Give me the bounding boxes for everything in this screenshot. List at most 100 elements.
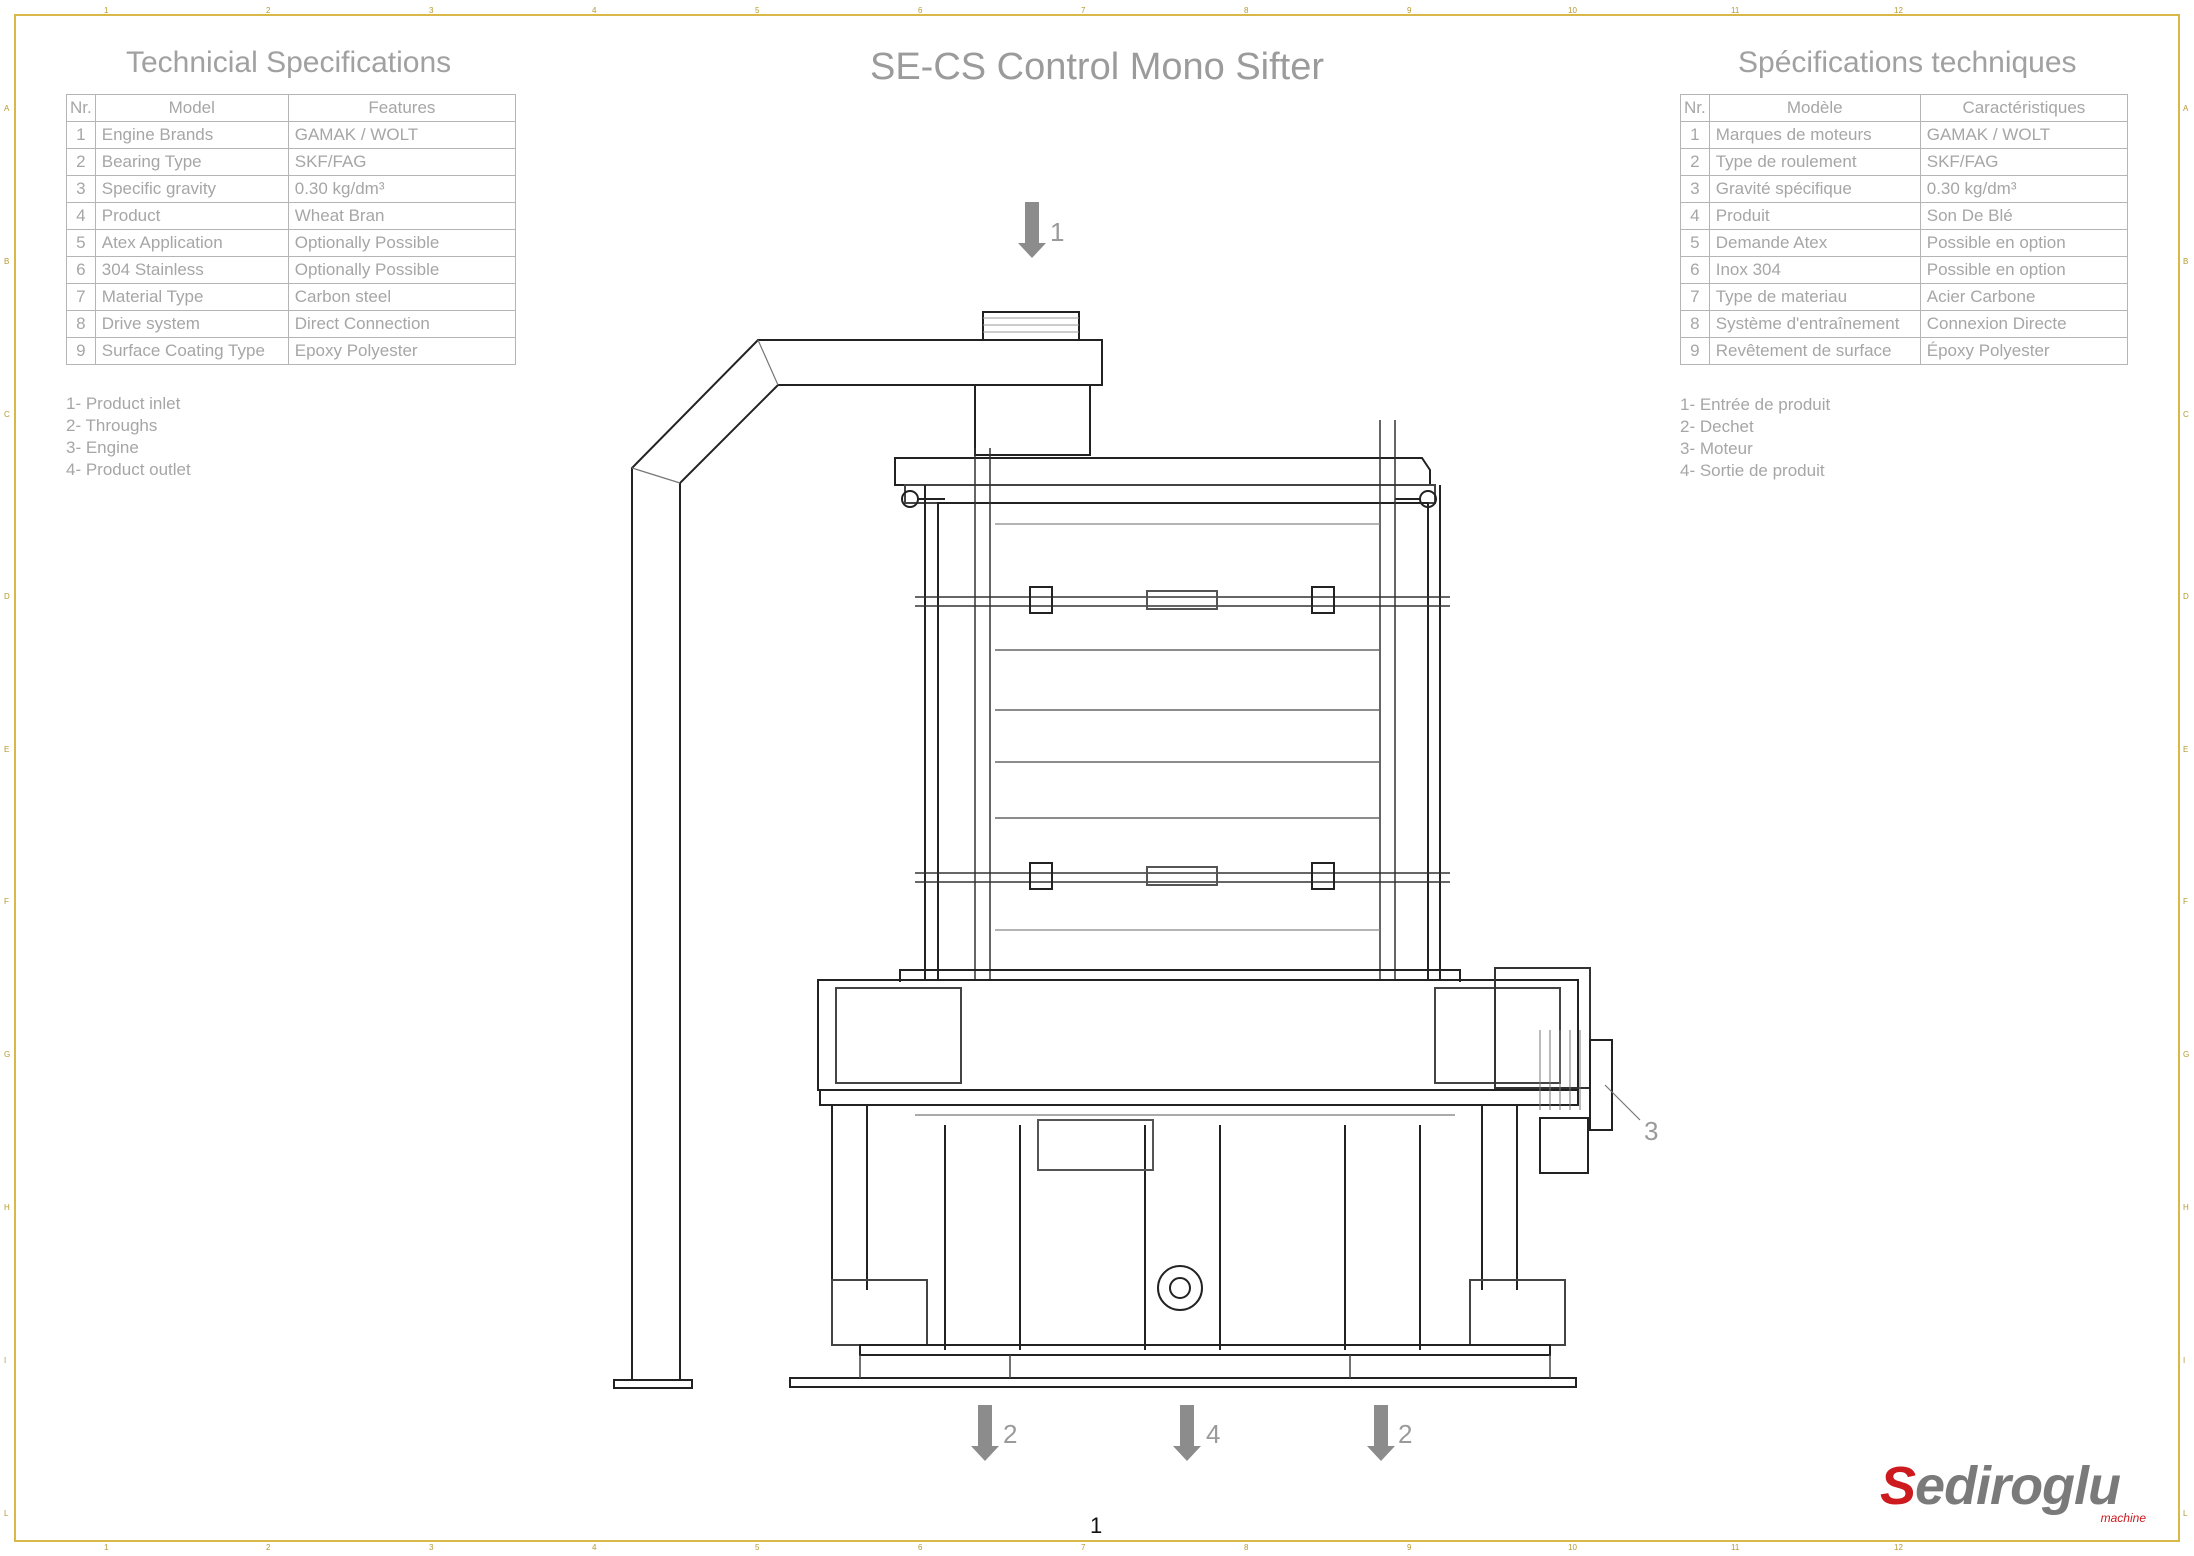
column-header: Nr. xyxy=(1680,94,1710,122)
cell-feature: GAMAK / WOLT xyxy=(1919,121,2129,149)
ruler-label: B xyxy=(4,257,10,266)
outlet-arrow-icon xyxy=(1173,1405,1201,1461)
legend-item: 2- Dechet xyxy=(1680,417,1754,436)
cell-feature: Possible en option xyxy=(1919,229,2129,257)
ruler-label: 5 xyxy=(755,1543,760,1552)
ruler-label: D xyxy=(4,592,10,601)
ruler-label: B xyxy=(2183,257,2189,266)
cell-feature: Epoxy Polyester xyxy=(287,337,517,365)
cell-nr: 9 xyxy=(1680,337,1710,365)
ruler-label: I xyxy=(2183,1356,2186,1365)
ruler-label: 4 xyxy=(592,1543,597,1552)
brand-logo: Sediroglu machine xyxy=(1880,1455,2170,1525)
legend-item: 1- Entrée de produit xyxy=(1680,395,1831,414)
ruler-label: 8 xyxy=(1244,1543,1249,1552)
sieve-stack xyxy=(894,457,1431,486)
ruler-label: 8 xyxy=(1244,6,1249,15)
ruler-label: L xyxy=(4,1509,9,1518)
ruler-label: 10 xyxy=(1568,6,1577,15)
cell-model: Revêtement de surface xyxy=(1708,337,1921,365)
ruler-label: 11 xyxy=(1731,6,1740,15)
ruler-label: 7 xyxy=(1081,6,1086,15)
cell-nr: 2 xyxy=(66,148,96,176)
cell-model: Système d'entraînement xyxy=(1708,310,1921,338)
right-spec-heading: Spécifications techniques xyxy=(1738,46,2077,79)
column-header: Caractéristiques xyxy=(1919,94,2129,122)
ruler-label: 5 xyxy=(755,6,760,15)
left-spec-heading: Technicial Specifications xyxy=(126,46,452,79)
cell-model: Engine Brands xyxy=(94,121,289,149)
ruler-label: C xyxy=(4,410,10,419)
cell-nr: 5 xyxy=(66,229,96,257)
inlet-arrow-icon xyxy=(1018,202,1046,258)
ruler-label: C xyxy=(2183,410,2189,419)
callout-engine: 3 xyxy=(1644,1116,1658,1146)
right-legend: 1- Entrée de produit 2- Dechet 3- Moteur… xyxy=(1680,394,1830,482)
ruler-label: E xyxy=(2183,745,2189,754)
legend-item: 4- Sortie de produit xyxy=(1680,461,1825,480)
cell-model: Type de materiau xyxy=(1708,283,1921,311)
ruler-label: F xyxy=(2183,897,2188,906)
ruler-label: F xyxy=(4,897,9,906)
cell-feature: Acier Carbone xyxy=(1919,283,2129,311)
inlet-neck xyxy=(982,311,1080,341)
ruler-label: H xyxy=(4,1203,10,1212)
logo-initial: S xyxy=(1880,1456,1916,1516)
ruler-label: 12 xyxy=(1894,6,1903,15)
column-header: Features xyxy=(287,94,517,122)
legend-item: 1- Product inlet xyxy=(66,394,181,413)
cell-model: Gravité spécifique xyxy=(1708,175,1921,203)
ruler-label: 7 xyxy=(1081,1543,1086,1552)
ruler-label: 2 xyxy=(266,6,271,15)
cell-nr: 3 xyxy=(1680,175,1710,203)
ruler-label: G xyxy=(2183,1050,2190,1059)
ruler-label: 9 xyxy=(1407,6,1412,15)
cell-feature: 0.30 kg/dm³ xyxy=(287,175,517,203)
logo-wordmark: Sediroglu xyxy=(1880,1455,2121,1517)
column-header: Modèle xyxy=(1708,94,1921,122)
ruler-label: A xyxy=(2183,104,2189,113)
cell-model: Inox 304 xyxy=(1708,256,1921,284)
engine xyxy=(1494,967,1591,1089)
cell-model: Material Type xyxy=(94,283,289,311)
cell-nr: 6 xyxy=(66,256,96,284)
cell-model: 304 Stainless xyxy=(94,256,289,284)
machine-base xyxy=(817,979,1579,1091)
cell-feature: Son De Blé xyxy=(1919,202,2129,230)
ruler-label: A xyxy=(4,104,10,113)
ruler-label: 1 xyxy=(104,1543,109,1552)
ruler-label: 3 xyxy=(429,1543,434,1552)
drawing-frame xyxy=(14,14,2180,1542)
ruler-label: L xyxy=(2183,1509,2188,1518)
waste-arrow-icon xyxy=(1367,1405,1395,1461)
cell-nr: 5 xyxy=(1680,229,1710,257)
ruler-label: D xyxy=(2183,592,2189,601)
callout-waste: 2 xyxy=(1398,1419,1412,1449)
cell-nr: 8 xyxy=(66,310,96,338)
flow-arrows xyxy=(971,202,1395,1461)
page-number: 1 xyxy=(1090,1513,1103,1538)
ruler-label: 4 xyxy=(592,6,597,15)
legend-item: 2- Throughs xyxy=(66,416,158,435)
cell-feature: Wheat Bran xyxy=(287,202,517,230)
ruler-label: H xyxy=(2183,1203,2189,1212)
ruler-label: 6 xyxy=(918,1543,923,1552)
cell-feature: 0.30 kg/dm³ xyxy=(1919,175,2129,203)
drawing-title: SE-CS Control Mono Sifter xyxy=(869,46,1325,88)
cell-model: Specific gravity xyxy=(94,175,289,203)
ruler-label: 12 xyxy=(1894,1543,1903,1552)
ruler-label: E xyxy=(4,745,10,754)
logo-rest: ediroglu xyxy=(1915,1456,2121,1516)
